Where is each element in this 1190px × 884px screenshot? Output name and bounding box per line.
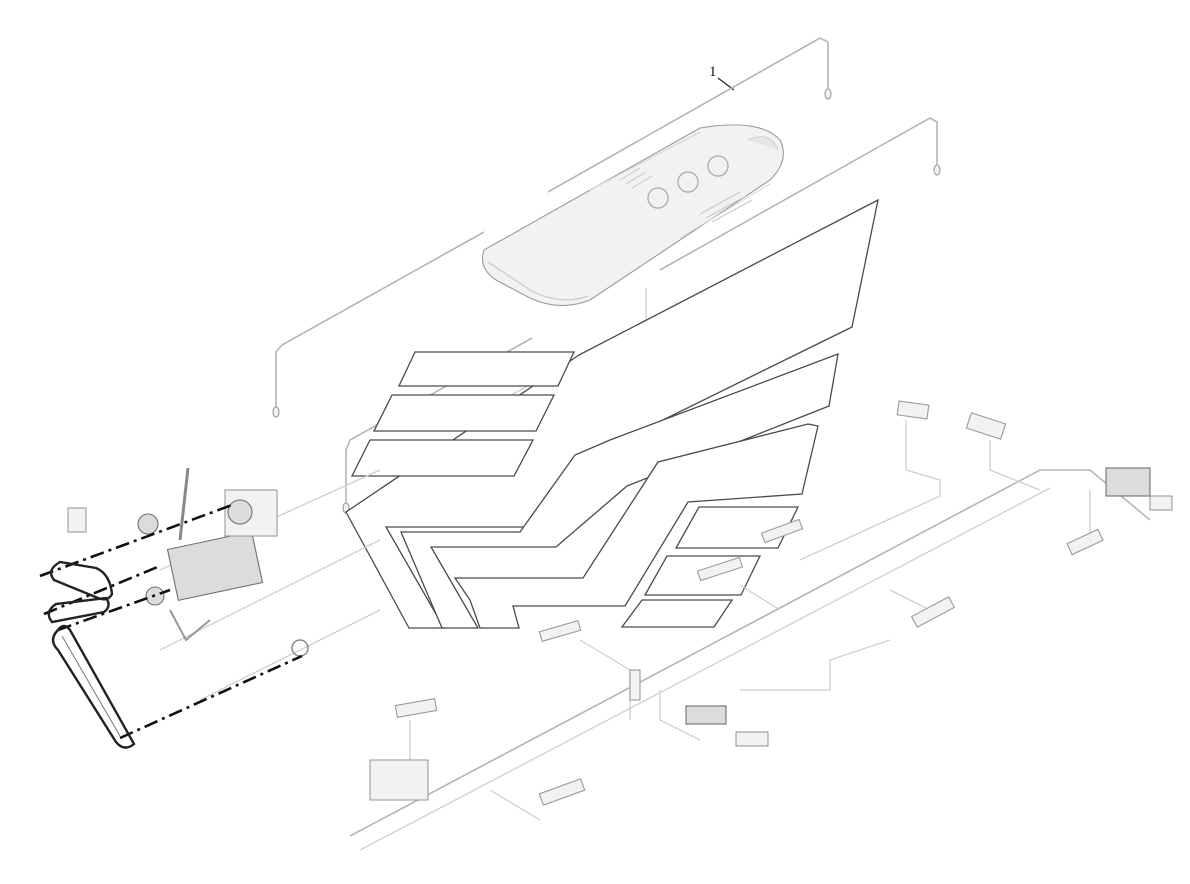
center-line-4 [119,654,303,740]
branch-front-b [489,789,541,821]
belt-long [51,624,136,749]
center-line-3 [57,588,171,632]
roof-unit-body [481,124,784,307]
branch-lower [740,639,891,691]
vertical-connector [629,669,641,701]
wire-left-drop-b [345,337,533,505]
front-lamp [394,697,438,719]
door-strip-3 [620,599,734,628]
belt-long-inner [61,635,121,737]
roof-unit-edge [487,261,589,301]
chassis-harness [349,400,1173,851]
roof-unit-cap [747,136,779,151]
light-lamp-3 [760,518,804,544]
roof-unit-seam-b [679,183,771,239]
window-strip-2 [372,394,556,432]
compressor-pulley-icon [227,499,253,525]
panel-inner [453,423,819,629]
branch-drop [579,639,631,720]
center-line-2 [43,564,161,616]
control-module [685,705,727,725]
callout-1: 1 [709,64,735,91]
window-strip-1 [397,351,576,387]
belt-system [39,503,303,749]
roof-fan-icon-1 [647,187,669,209]
main-trunk-b [359,487,1051,851]
roof-ac-unit [481,124,784,307]
roof-fan-icon-3 [707,155,729,177]
reservoir-icon [67,507,87,533]
connector-left-drop [272,406,280,418]
battery-terminal [1149,495,1173,511]
branch-ecu [799,420,941,561]
control-module-b [735,731,769,747]
roof-unit-seam [589,131,701,191]
front-side-lamp [538,778,586,806]
relay-box-1 [896,400,930,420]
fuse-module [1066,528,1104,556]
callout-1-label: 1 [709,64,717,80]
light-lamp-1 [910,596,956,628]
roof-fan-icon-2 [677,171,699,193]
light-lamp-4 [538,620,582,642]
branch-door [739,584,781,611]
belt-middle [47,596,110,624]
engine-frame-c [199,609,381,701]
wire-top-b [659,117,938,271]
engine-assembly [67,467,381,701]
body-panels [345,198,879,629]
front-junction [369,759,429,801]
branch-drop-b [659,690,701,741]
light-lamp-2 [696,556,744,582]
crank-pulley-icon [291,639,309,657]
battery-box [1105,467,1151,497]
connector-top-b [933,164,941,176]
connector-top-a [824,88,832,100]
relay-box-2 [965,412,1007,440]
drive-shaft [178,467,190,541]
mount-bracket [169,609,211,642]
window-strip-3 [350,439,535,477]
wire-left-drop [275,231,485,410]
pump-housing [166,530,264,602]
branch-ecu-b [989,440,1041,491]
alternator-icon [137,513,159,535]
wire-top-a [547,37,829,193]
roof-grille [619,167,753,223]
